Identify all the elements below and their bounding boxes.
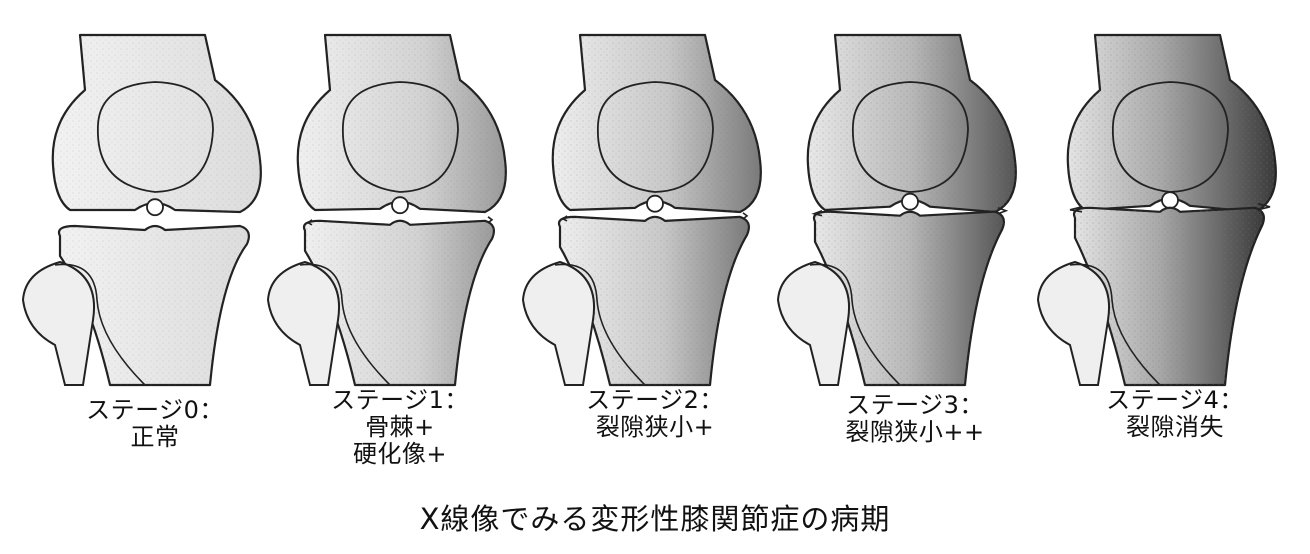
stage-3-knee-illustration bbox=[776, 33, 1017, 387]
stage-0-label-line: ステージ0： bbox=[86, 396, 224, 424]
fibula bbox=[21, 260, 95, 386]
figure-caption: X線像でみる変形性膝関節症の病期 bbox=[419, 502, 891, 536]
stage-2-label-line: 裂隙狭小+ bbox=[595, 413, 715, 441]
fibula bbox=[266, 260, 340, 386]
stage-3-label-line: 裂隙狭小++ bbox=[845, 418, 985, 446]
stage-0-knee-illustration bbox=[21, 33, 262, 387]
fibula bbox=[1036, 260, 1110, 386]
stage-3-label-line: ステージ3： bbox=[846, 391, 984, 419]
stage-1-label-line: 硬化像+ bbox=[352, 440, 448, 468]
stage-1-knee-illustration bbox=[266, 33, 507, 387]
stage-4-label-line: 裂隙消失 bbox=[1126, 413, 1224, 441]
stage-1-label-line: 骨棘+ bbox=[365, 413, 435, 441]
stage-4-label-line: ステージ4： bbox=[1106, 386, 1244, 414]
stage-0-label-line: 正常 bbox=[130, 423, 180, 451]
stage-3-label: ステージ3：裂隙狭小++ bbox=[815, 392, 1015, 446]
fibula bbox=[776, 260, 850, 386]
fibula bbox=[521, 260, 595, 386]
stage-4-label: ステージ4：裂隙消失 bbox=[1075, 387, 1275, 441]
patella-outline bbox=[852, 81, 969, 193]
stage-1-label-line: ステージ1： bbox=[331, 386, 469, 414]
patella-outline bbox=[342, 81, 459, 193]
stage-2-label-line: ステージ2： bbox=[586, 386, 724, 414]
patella-outline bbox=[597, 81, 714, 193]
stage-4-knee-illustration bbox=[1036, 33, 1277, 387]
patella-outline bbox=[1112, 81, 1229, 193]
stage-1-label: ステージ1：骨棘+硬化像+ bbox=[300, 387, 500, 468]
stage-2-label: ステージ2：裂隙狭小+ bbox=[560, 387, 750, 441]
stage-2-knee-illustration bbox=[521, 33, 762, 387]
patella-outline bbox=[97, 81, 214, 193]
stage-0-label: ステージ0：正常 bbox=[60, 397, 250, 451]
